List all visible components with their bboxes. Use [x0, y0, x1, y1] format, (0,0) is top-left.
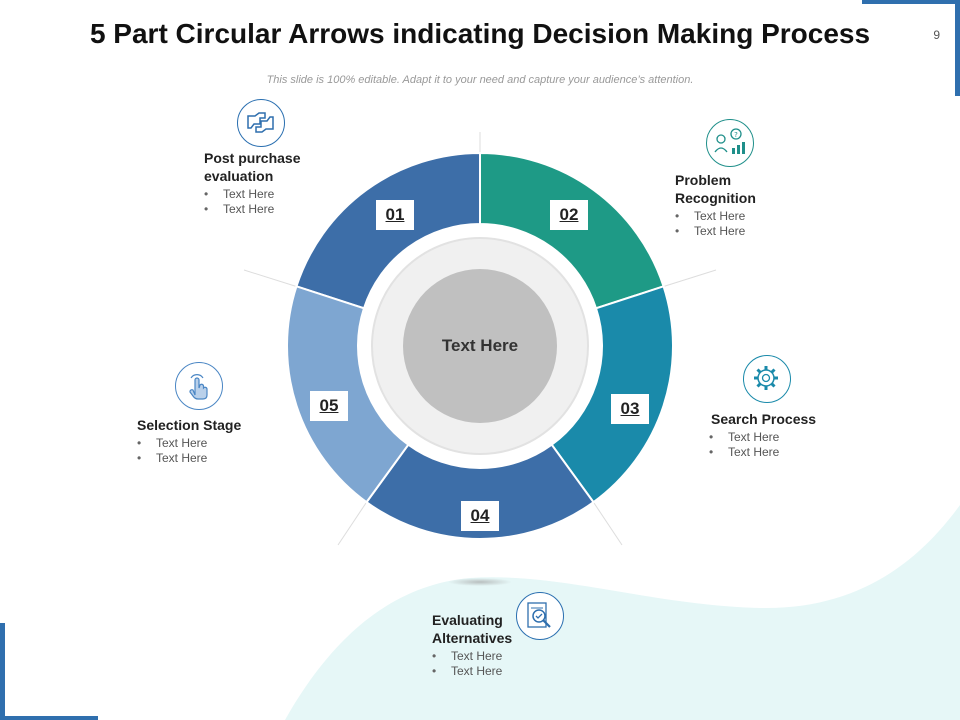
step-number-03: 03 [611, 394, 649, 424]
step-title-line2: Recognition [675, 190, 756, 206]
bullet-item: Text Here [137, 436, 277, 451]
document-check-icon [516, 592, 564, 640]
step-02-text: Problem Recognition Text Here Text Here [675, 171, 815, 238]
leader-line [337, 502, 367, 546]
corner-bar-top-right-vertical [955, 0, 960, 96]
bullet-list: Text Here Text Here [709, 430, 851, 459]
bullet-item: Text Here [137, 451, 277, 466]
step-01-text: Post purchase evaluation Text Here Text … [204, 149, 344, 216]
bullet-item: Text Here [204, 202, 344, 217]
gear-search-icon [743, 355, 791, 403]
step-title-line2: Alternatives [432, 630, 513, 646]
slide-title: 5 Part Circular Arrows indicating Decisi… [89, 18, 871, 49]
bullet-item: Text Here [432, 664, 572, 679]
bullet-list: Text Here Text Here [137, 436, 277, 465]
leader-line [661, 269, 717, 288]
bullet-item: Text Here [675, 209, 815, 224]
bullet-item: Text Here [709, 445, 851, 460]
leader-lines [243, 132, 717, 546]
bullet-item: Text Here [709, 430, 851, 445]
handshake-icon [237, 99, 285, 147]
center-text: Text Here [441, 336, 519, 355]
step-title-line1: Post purchase [204, 150, 301, 166]
step-title-line1: Selection Stage [137, 417, 242, 433]
step-number-01: 01 [376, 200, 414, 230]
bullet-list: Text Here Text Here [432, 649, 572, 678]
bullet-item: Text Here [204, 187, 344, 202]
corner-bar-bottom-left-vertical [0, 623, 5, 720]
corner-bar-bottom-left [0, 716, 98, 720]
bullet-item: Text Here [432, 649, 572, 664]
bullet-list: Text Here Text Here [675, 209, 815, 238]
hand-pointer-icon [175, 362, 223, 410]
bullet-list: Text Here Text Here [204, 187, 344, 216]
step-number-02: 02 [550, 200, 588, 230]
leader-line [243, 269, 299, 288]
step-05-text: Selection Stage Text Here Text Here [137, 416, 277, 465]
leader-line [593, 502, 623, 546]
page-number: 9 [933, 28, 940, 42]
svg-text:?: ? [734, 131, 738, 139]
step-title-line2: evaluation [204, 168, 274, 184]
center-circle [403, 269, 557, 423]
step-number-05: 05 [310, 391, 348, 421]
corner-bar-top-right [862, 0, 960, 4]
step-title-line1: Evaluating [432, 612, 503, 628]
step-number-04: 04 [461, 501, 499, 531]
bullet-item: Text Here [675, 224, 815, 239]
idea-chart-icon: ? [706, 119, 754, 167]
slide-subtitle: This slide is 100% editable. Adapt it to… [266, 74, 694, 86]
step-03-text: Search Process Text Here Text Here [711, 410, 851, 459]
shadow [448, 578, 512, 586]
step-04-text: Evaluating Alternatives Text Here Text H… [432, 611, 572, 678]
step-title-line1: Problem [675, 172, 732, 188]
step-title-line1: Search Process [711, 411, 817, 427]
